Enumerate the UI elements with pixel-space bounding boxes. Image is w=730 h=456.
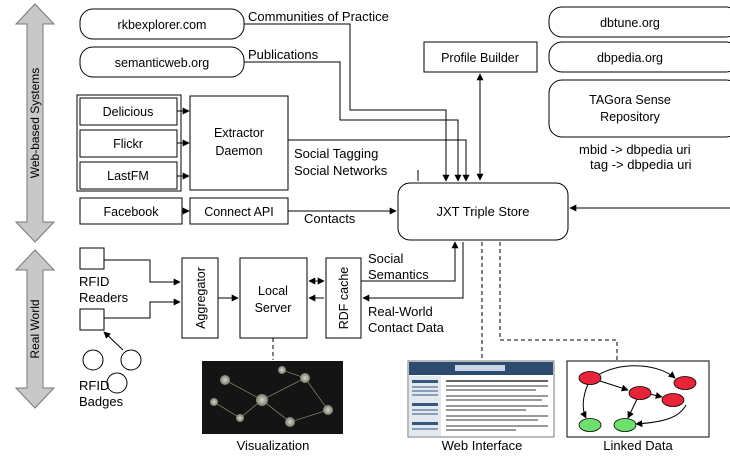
delicious-label: Delicious	[103, 105, 154, 119]
publications-label: Publications	[248, 47, 319, 62]
aggregator-label: Aggregator	[194, 267, 208, 329]
facebook-box	[79, 197, 183, 225]
extractor-label-line2: Daemon	[215, 144, 262, 158]
communities-label: Communities of Practice	[248, 9, 389, 24]
web-systems-label: Web-based Systems	[28, 68, 42, 179]
reader1-to-aggregator	[104, 259, 181, 286]
rfid-badges-label-2: Badges	[79, 394, 124, 409]
rfid-badge-1	[82, 349, 104, 371]
local-server-label-2: Server	[255, 301, 292, 315]
profile-builder-label: Profile Builder	[441, 51, 519, 65]
lastfm-label: LastFM	[107, 169, 149, 183]
lastfm-box	[79, 161, 178, 190]
social-networks-label: Social Networks	[294, 163, 388, 178]
dbtune-label: dbtune.org	[600, 16, 660, 30]
store-to-linked-data	[499, 242, 618, 360]
web-systems-arrow: Web-based Systems	[14, 3, 56, 243]
linked-data-caption: Linked Data	[603, 438, 673, 453]
store-to-cache	[362, 242, 464, 302]
tag-mapping-label: tag -> dbpedia uri	[590, 157, 692, 172]
rkbexplorer-label: rkbexplorer.com	[118, 18, 207, 32]
rfid-badge-3	[106, 372, 128, 394]
web-interface-thumbnail	[407, 360, 555, 438]
contacts-label: Contacts	[304, 211, 356, 226]
social-tagging-label: Social Tagging	[294, 146, 378, 161]
rfid-readers-label-2: Readers	[79, 290, 129, 305]
rfid-badges-label-1: RFID	[79, 378, 109, 393]
extractor-label-line1: Extractor	[214, 126, 264, 140]
local-server-box	[239, 257, 308, 339]
connect-api-box	[189, 197, 289, 225]
rfid-badge-2	[120, 349, 142, 371]
rdf-cache-box	[325, 257, 362, 339]
rfid-readers-label-1: RFID	[79, 274, 109, 289]
dbtune-box	[548, 6, 730, 38]
real-world-contact-label-1: Real-World	[368, 304, 433, 319]
dbpedia-label: dbpedia.org	[597, 51, 663, 65]
visualization-thumbnail	[202, 361, 343, 434]
real-world-label: Real World	[28, 299, 42, 358]
tagora-label-line2: Repository	[600, 110, 660, 124]
social-semantics-label-1: Social	[368, 251, 404, 266]
mbid-mapping-label: mbid -> dbpedia uri	[579, 142, 691, 157]
web-interface-caption: Web Interface	[442, 438, 523, 453]
rkb-to-store	[244, 23, 450, 182]
real-world-contact-label-2: Contact Data	[368, 320, 445, 335]
semanticweb-label: semanticweb.org	[115, 56, 210, 70]
delicious-box	[79, 97, 178, 126]
flickr-label: Flickr	[113, 137, 143, 151]
tagora-label-line1: TAGora Sense	[589, 93, 671, 107]
rfid-reader-2	[79, 308, 105, 331]
facebook-label: Facebook	[104, 205, 160, 219]
reader2-to-aggregator	[104, 298, 181, 319]
linked-data-thumbnail	[566, 360, 710, 438]
triple-store-label: JXT Triple Store	[437, 204, 530, 219]
visualization-caption: Visualization	[237, 438, 310, 453]
rdf-cache-label: RDF cache	[337, 267, 351, 330]
profile-builder-box	[423, 41, 538, 73]
social-semantics-label-2: Semantics	[368, 267, 429, 282]
local-server-label-1: Local	[258, 284, 288, 298]
real-world-arrow: Real World	[14, 249, 56, 409]
extractor-to-store	[288, 139, 470, 182]
triple-store-box	[397, 182, 569, 241]
cache-to-store	[361, 241, 459, 282]
badge-to-reader	[103, 331, 124, 351]
tagora-box	[548, 79, 730, 138]
flickr-box	[79, 129, 178, 158]
connect-api-label: Connect API	[204, 205, 274, 219]
rfid-reader-1	[79, 247, 105, 270]
dbpedia-box	[548, 41, 730, 73]
extractor-daemon-box	[189, 95, 289, 191]
